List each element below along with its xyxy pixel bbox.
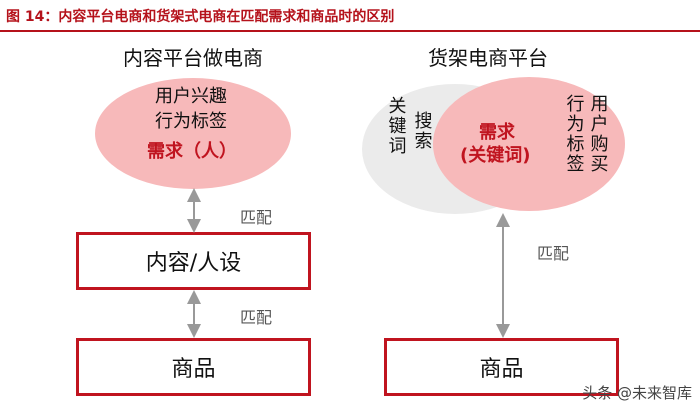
left-demand-ellipse [95, 78, 291, 189]
search-circle-col2: 搜索 [411, 111, 433, 151]
search-circle-col1: 关键词 [385, 96, 407, 156]
behavior-circle-col2: 行为标签 [563, 94, 585, 174]
left-match-label-lower: 匹配 [240, 308, 273, 327]
right-product-box: 商品 [384, 338, 619, 396]
right-panel-title: 货架电商平台 [428, 46, 548, 70]
content-persona-label: 内容/人设 [145, 251, 242, 276]
left-match-label-upper: 匹配 [240, 208, 273, 227]
right-product-label: 商品 [479, 357, 524, 382]
watermark: 头条 @未来智库 [582, 384, 692, 402]
right-demand-line2: (关键词) [460, 145, 531, 166]
left-ellipse-line2: 行为标签 [155, 111, 227, 132]
content-persona-box: 内容/人设 [76, 232, 311, 290]
left-product-box: 商品 [76, 338, 311, 396]
right-demand-line1: 需求 [479, 122, 515, 143]
left-demand-label: 需求（人） [147, 141, 237, 162]
behavior-tag-circle [433, 77, 625, 211]
left-product-label: 商品 [171, 357, 216, 382]
caption-rule [0, 30, 700, 32]
right-match-label: 匹配 [537, 244, 570, 263]
left-panel-title: 内容平台做电商 [123, 46, 263, 70]
behavior-circle-col1: 用户购买 [587, 94, 609, 174]
figure-caption: 图 14：内容平台电商和货架式电商在匹配需求和商品时的区别 [6, 9, 395, 25]
left-ellipse-line1: 用户兴趣 [155, 86, 227, 107]
